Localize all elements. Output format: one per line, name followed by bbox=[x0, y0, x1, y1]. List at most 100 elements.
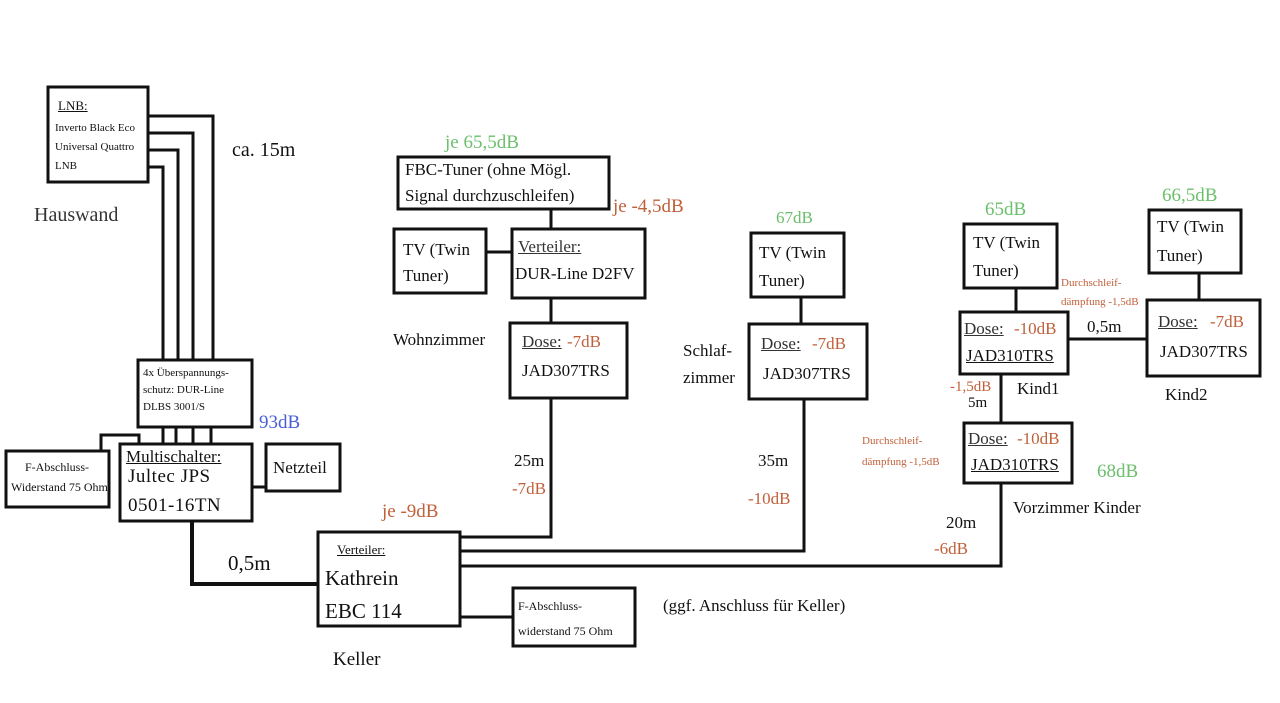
tv-kind1-line1: TV (Twin bbox=[973, 233, 1040, 252]
cable-kind1-vorzimmer-length: 5m bbox=[968, 395, 988, 411]
termination-keller-line2: widerstand 75 Ohm bbox=[518, 624, 613, 638]
outlet-vorzimmer-heading: Dose: bbox=[968, 429, 1008, 448]
cable-multiswitch-splitter-length: 0,5m bbox=[228, 551, 271, 575]
tv-kind1-line2: Tuner) bbox=[973, 261, 1019, 280]
splitter-main-model-line1: Kathrein bbox=[325, 566, 399, 590]
splitter-main-loss: je -9dB bbox=[382, 501, 439, 522]
outlet-schlafzimmer-loss: -7dB bbox=[812, 334, 846, 353]
cable-lnb-4 bbox=[148, 165, 165, 360]
tv-wohnzimmer-box bbox=[392, 227, 488, 295]
termination-left-box bbox=[4, 449, 111, 509]
outlet-vorzimmer-box bbox=[962, 421, 1074, 485]
keller-note: (ggf. Anschluss für Keller) bbox=[663, 596, 846, 615]
tv-schlafzimmer-box bbox=[749, 231, 846, 299]
cable-kind1-vorzimmer-loss: -1,5dB bbox=[950, 379, 992, 395]
lnb-model-line3: LNB bbox=[55, 160, 77, 172]
outlet-schlafzimmer-box bbox=[747, 322, 869, 401]
kind1-passthrough-line1: Durchschleif- bbox=[1061, 277, 1122, 289]
fbc-level: je 65,5dB bbox=[445, 132, 519, 153]
outlet-kind2-heading: Dose: bbox=[1158, 312, 1198, 331]
location-hauswand: Hauswand bbox=[34, 204, 119, 226]
tv-schlafzimmer-line2: Tuner) bbox=[759, 271, 805, 290]
surge-line2: schutz: DUR-Line bbox=[143, 384, 224, 396]
kind1-passthrough-line2: dämpfung -1,5dB bbox=[1061, 296, 1139, 308]
cable-vorzimmer bbox=[460, 483, 1003, 568]
vorzimmer-level: 68dB bbox=[1097, 461, 1139, 482]
tv-wohnzimmer-line2: Tuner) bbox=[403, 266, 449, 285]
cable-termination-left bbox=[99, 433, 141, 451]
lnb-model-line1: Inverto Black Eco bbox=[55, 122, 136, 134]
cable-vorzimmer-length: 20m bbox=[946, 513, 977, 532]
lnb-heading: LNB: bbox=[58, 98, 88, 113]
fbc-tuner-box bbox=[396, 155, 611, 211]
multiswitch-level: 93dB bbox=[259, 412, 301, 433]
fbc-line2: Signal durchzuschleifen) bbox=[405, 186, 575, 205]
multiswitch-model-line2: 0501-16TN bbox=[128, 495, 222, 516]
tv-kind2-line2: Tuner) bbox=[1157, 246, 1203, 265]
cable-wohnzimmer-loss: -7dB bbox=[512, 479, 546, 498]
multiswitch-box bbox=[118, 442, 254, 523]
outlet-vorzimmer-loss: -10dB bbox=[1017, 429, 1060, 448]
lnb-model-line2: Universal Quattro bbox=[55, 141, 135, 153]
outlet-kind1-box bbox=[958, 310, 1070, 376]
tv-kind2-line1: TV (Twin bbox=[1157, 217, 1224, 236]
surge-line3: DLBS 3001/S bbox=[143, 401, 206, 413]
room-kind2: Kind2 bbox=[1165, 385, 1208, 404]
room-vorzimmer: Vorzimmer Kinder bbox=[1013, 498, 1141, 517]
tv-kind2-box bbox=[1147, 208, 1243, 275]
outlet-wohnzimmer-box bbox=[508, 321, 629, 400]
surge-box bbox=[136, 358, 254, 429]
splitter-main-box bbox=[316, 530, 462, 628]
multiswitch-heading: Multischalter: bbox=[126, 447, 222, 466]
cable-schlafzimmer bbox=[460, 398, 806, 553]
cable-schlafzimmer-length: 35m bbox=[758, 451, 789, 470]
splitter-main-model-line2: EBC 114 bbox=[325, 599, 402, 623]
cable-lnb-2 bbox=[148, 131, 195, 360]
multiswitch-model-line1: Jultec JPS bbox=[128, 466, 211, 487]
tv-wohnzimmer-line1: TV (Twin bbox=[403, 240, 470, 259]
room-wohnzimmer: Wohnzimmer bbox=[393, 330, 486, 349]
cable-wohnzimmer bbox=[460, 398, 553, 539]
termination-left-line1: F-Abschluss- bbox=[25, 460, 90, 474]
cable-schlafzimmer-loss: -10dB bbox=[748, 489, 791, 508]
splitter-wohnzimmer-heading: Verteiler: bbox=[518, 237, 582, 256]
outlet-kind2-box bbox=[1145, 298, 1262, 378]
surge-line1: 4x Überspannungs- bbox=[143, 367, 229, 379]
fbc-line1: FBC-Tuner (ohne Mögl. bbox=[405, 160, 572, 179]
cable-lnb-1 bbox=[148, 114, 215, 360]
location-keller: Keller bbox=[333, 649, 381, 670]
splitter-wohnzimmer-box bbox=[510, 227, 647, 300]
outlet-kind2-loss: -7dB bbox=[1210, 312, 1244, 331]
tv-schlafzimmer-line1: TV (Twin bbox=[759, 243, 826, 262]
splitter-main-heading: Verteiler: bbox=[337, 542, 386, 557]
power-supply-label: Netzteil bbox=[273, 458, 327, 477]
cable-lnb-length: ca. 15m bbox=[232, 139, 296, 161]
tv-kind1-level: 65dB bbox=[985, 199, 1027, 220]
room-schlafzimmer-line2: zimmer bbox=[683, 368, 735, 387]
tv-kind1-box bbox=[962, 222, 1059, 290]
outlet-wohnzimmer-loss: -7dB bbox=[567, 332, 601, 351]
cable-vorzimmer-loss: -6dB bbox=[934, 539, 968, 558]
cable-lnb-3 bbox=[148, 148, 180, 360]
room-schlafzimmer-line1: Schlaf- bbox=[683, 341, 733, 360]
cable-multiswitch-splitter bbox=[190, 521, 318, 586]
outlet-wohnzimmer-heading: Dose: bbox=[522, 332, 562, 351]
cable-kind1-kind2-length: 0,5m bbox=[1087, 317, 1122, 336]
outlet-schlafzimmer-heading: Dose: bbox=[761, 334, 801, 353]
outlet-kind1-model: JAD310TRS bbox=[966, 346, 1054, 365]
cable-wohnzimmer-length: 25m bbox=[514, 451, 545, 470]
splitter-wohnzimmer-loss: je -4,5dB bbox=[613, 196, 684, 217]
outlet-kind1-heading: Dose: bbox=[964, 319, 1004, 338]
tv-schlafzimmer-level: 67dB bbox=[776, 208, 813, 227]
outlet-kind2-model: JAD307TRS bbox=[1160, 342, 1248, 361]
vorzimmer-passthrough-line2: dämpfung -1,5dB bbox=[862, 456, 940, 468]
outlet-wohnzimmer-model: JAD307TRS bbox=[522, 361, 610, 380]
vorzimmer-passthrough-line1: Durchschleif- bbox=[862, 435, 923, 447]
outlet-vorzimmer-model: JAD310TRS bbox=[971, 455, 1059, 474]
tv-kind2-level: 66,5dB bbox=[1162, 185, 1218, 206]
power-supply-box bbox=[264, 442, 342, 493]
outlet-schlafzimmer-model: JAD307TRS bbox=[763, 364, 851, 383]
termination-keller-line1: F-Abschluss- bbox=[518, 599, 583, 613]
room-kind1: Kind1 bbox=[1017, 379, 1060, 398]
